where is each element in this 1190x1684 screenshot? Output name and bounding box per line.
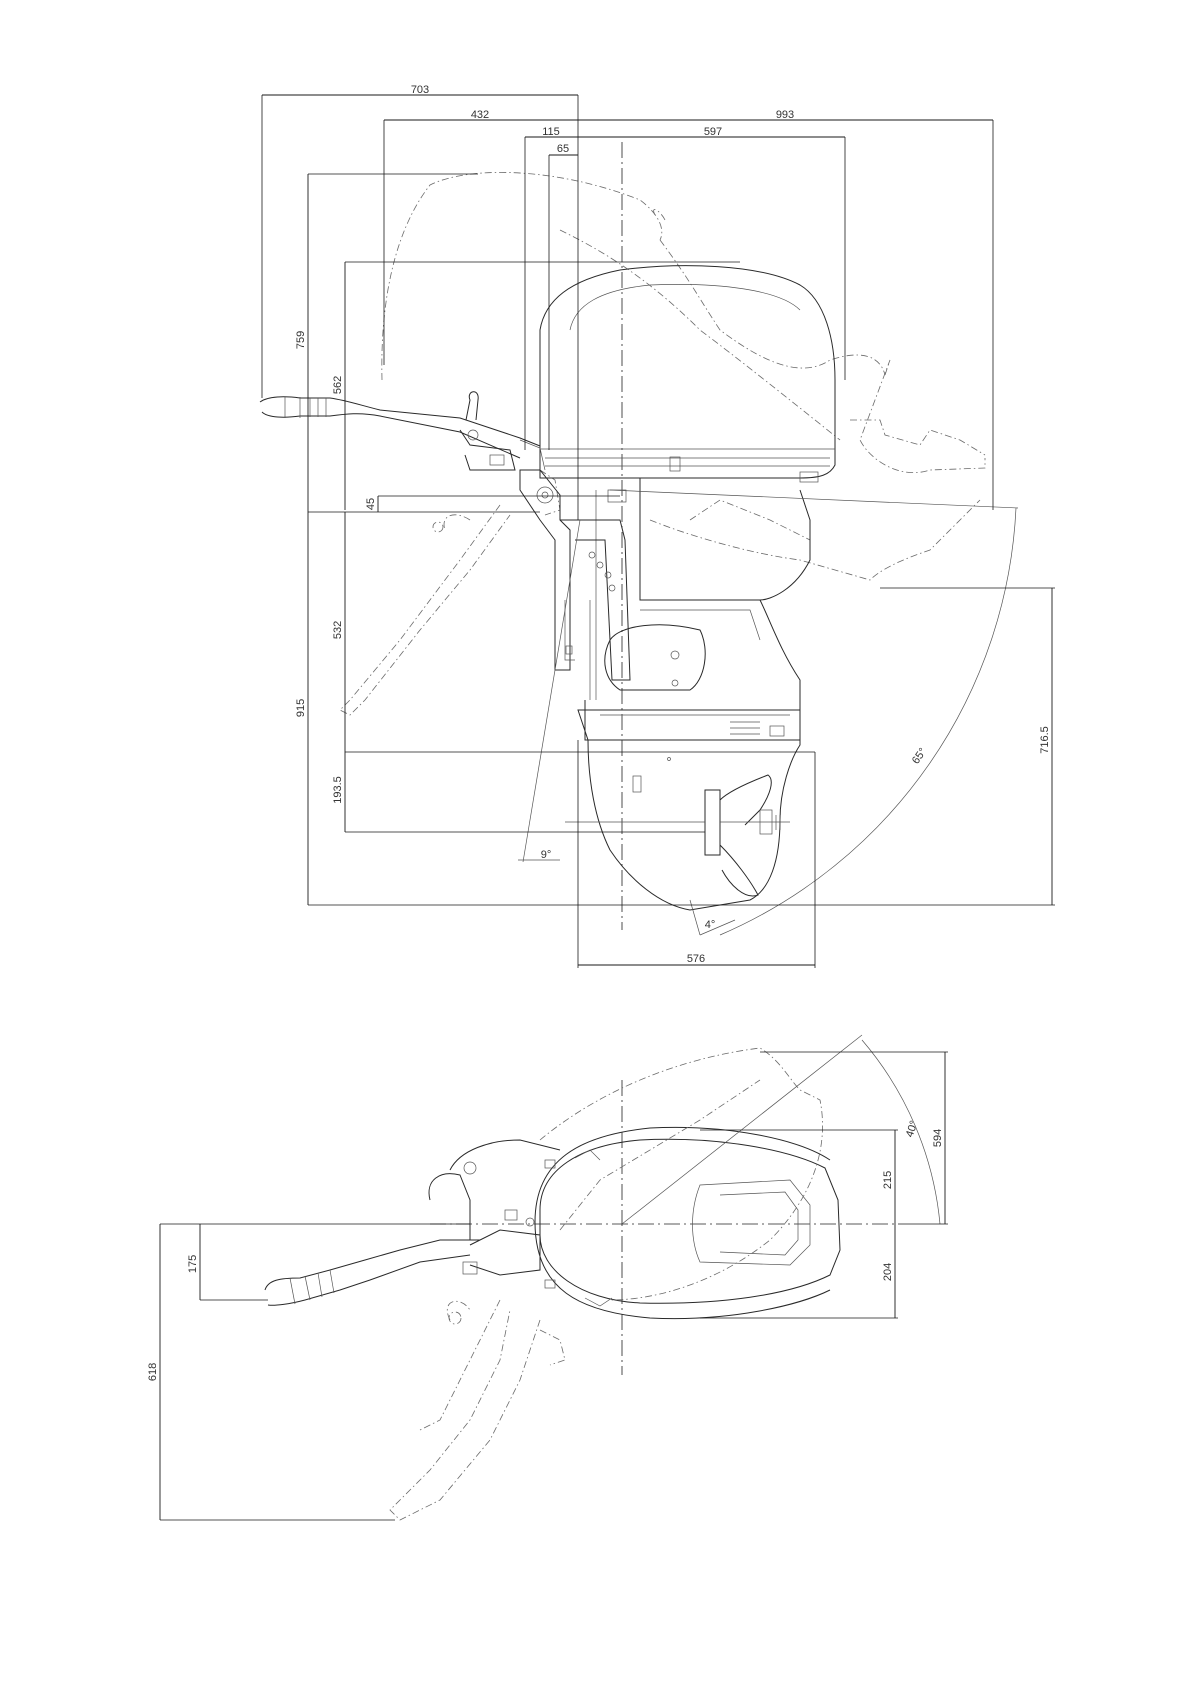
dim-cowl-overhang: 597 <box>704 126 722 138</box>
tilted-engine-ghost <box>382 172 985 580</box>
side-view: 703 432 993 115 597 65 759 562 45 532 91… <box>260 84 1055 968</box>
steer-arc-radius <box>622 1035 862 1224</box>
side-dimensions <box>262 95 1055 968</box>
top-swung-tiller-ghost <box>390 1300 565 1520</box>
steer-arc <box>862 1040 940 1224</box>
angle-tilt: 65° <box>910 746 929 767</box>
dim-cowl-half-upper: 215 <box>882 1171 894 1189</box>
top-cowling <box>535 1127 840 1318</box>
propeller <box>705 775 790 896</box>
dim-total-height: 915 <box>295 699 307 717</box>
dim-steer-reach: 594 <box>932 1129 944 1147</box>
angle-steer: 40° <box>904 1119 921 1139</box>
tilt-arc-radius-upper <box>610 490 1018 508</box>
midsection-leg <box>585 478 810 740</box>
top-tiller <box>265 1140 560 1305</box>
transom-clamp-bracket <box>520 470 630 680</box>
top-steered-ghost <box>540 1048 823 1300</box>
tilt-arc-radius-lower <box>523 520 580 862</box>
dim-tiller-offset: 175 <box>187 1255 199 1273</box>
dim-tiller-sweep: 618 <box>147 1363 159 1381</box>
dim-shaft-length: 532 <box>332 621 344 639</box>
dim-clamp-height: 45 <box>365 498 377 510</box>
dim-cowl-half-lower: 204 <box>882 1263 894 1281</box>
dim-prop-depth: 193.5 <box>332 776 344 804</box>
angle-trim: 9° <box>541 849 552 861</box>
dim-transom-offset: 115 <box>542 126 560 138</box>
top-dimensions <box>160 1052 948 1520</box>
dim-tilt-reach: 993 <box>776 109 794 121</box>
tilt-arc <box>720 508 1016 935</box>
engine-cowling <box>540 266 835 482</box>
tiller-handle <box>260 392 545 470</box>
dim-tiller-to-transom: 432 <box>471 109 489 121</box>
dim-overall-depth: 703 <box>411 84 429 96</box>
dim-cowl-height-full: 759 <box>295 331 307 349</box>
dim-gearcase-width: 576 <box>687 953 705 965</box>
dim-cowl-height: 562 <box>332 376 344 394</box>
dim-tilt-height: 716.5 <box>1039 726 1051 754</box>
dim-bracket-offset: 65 <box>557 143 569 155</box>
angle-prop: 4° <box>705 919 716 931</box>
top-view: 175 618 215 204 594 40° <box>147 1035 948 1520</box>
